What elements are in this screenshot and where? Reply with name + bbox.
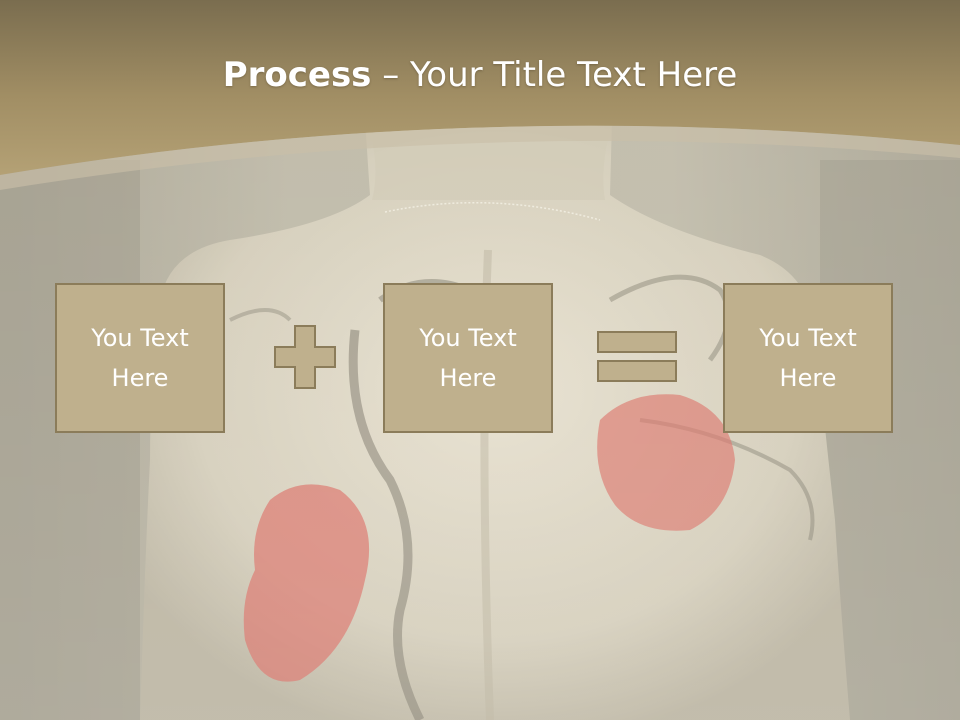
process-box-3: You Text Here — [723, 283, 893, 433]
process-box-1: You Text Here — [55, 283, 225, 433]
title-rest: – Your Title Text Here — [371, 55, 738, 95]
slide-title: Process – Your Title Text Here — [0, 52, 960, 98]
process-box-2: You Text Here — [383, 283, 553, 433]
title-bold: Process — [222, 55, 372, 95]
box-2-line-2: Here — [439, 364, 497, 392]
box-1-line-1: You Text — [91, 324, 189, 352]
box-1-line-2: Here — [111, 364, 169, 392]
equals-icon — [597, 331, 677, 382]
box-3-line-2: Here — [779, 364, 837, 392]
plus-icon — [274, 325, 336, 389]
box-2-line-1: You Text — [419, 324, 517, 352]
box-3-line-1: You Text — [759, 324, 857, 352]
